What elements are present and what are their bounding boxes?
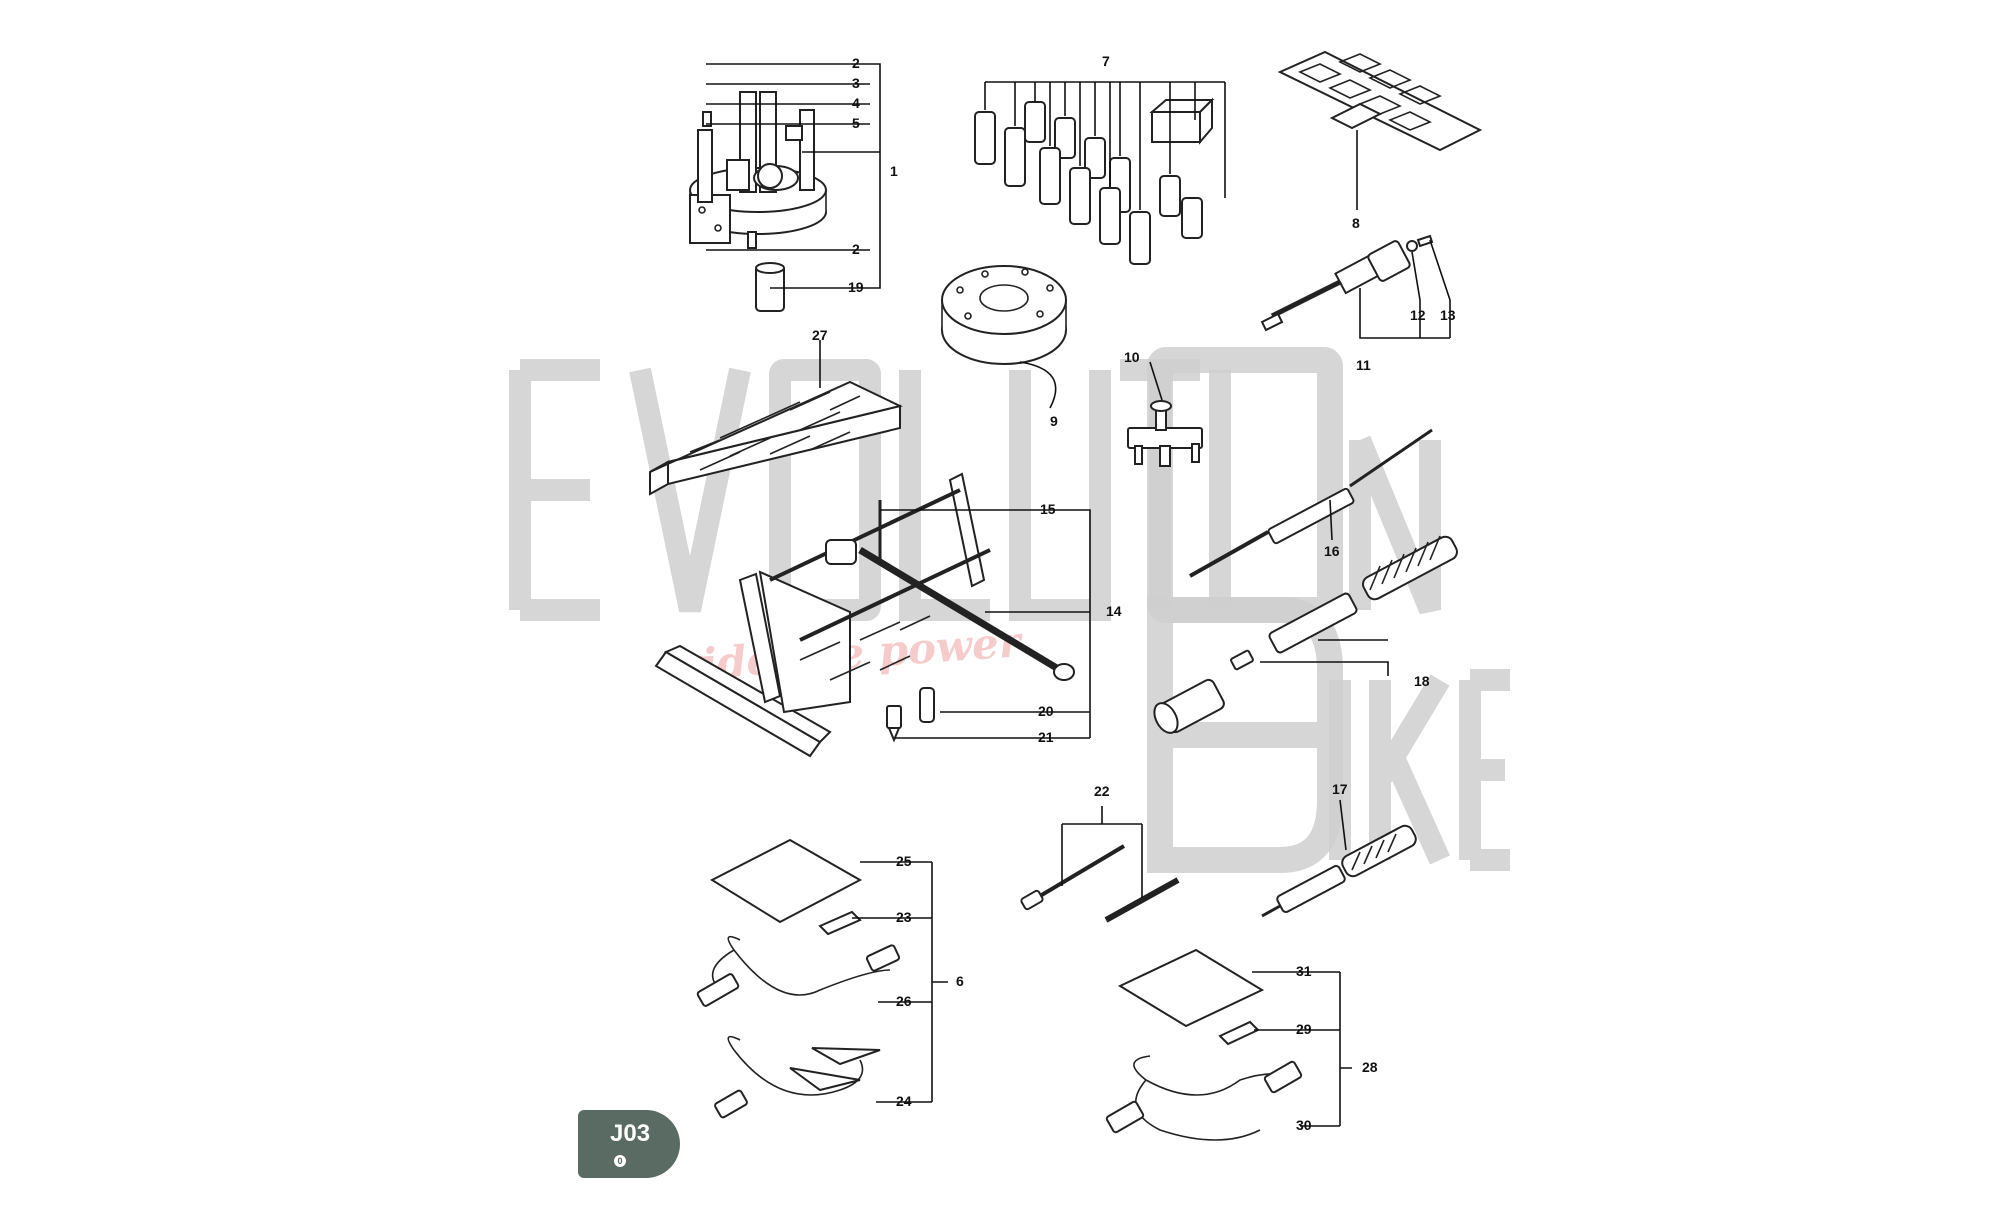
part-installer-tool (1153, 535, 1458, 734)
label-31: 31 (1296, 963, 1312, 979)
label-15: 15 (1040, 501, 1056, 517)
label-29: 29 (1296, 1021, 1312, 1037)
part-diagnostic-kit-b (1105, 948, 1303, 1141)
label-10: 10 (1124, 349, 1140, 365)
leader-lines (706, 63, 1451, 1127)
label-13: 13 (1440, 307, 1456, 323)
label-17: 17 (1332, 781, 1348, 797)
label-7: 7 (1102, 53, 1110, 69)
label-23: 23 (896, 909, 912, 925)
label-21: 21 (1038, 729, 1054, 745)
page-code: J03 (610, 1120, 651, 1147)
part-parts-tray (649, 380, 903, 496)
part-puller-tool (1260, 234, 1434, 332)
part-number-labels: 2 3 4 5 1 2 19 7 8 12 13 11 9 10 27 15 1… (812, 53, 1456, 1133)
label-12: 12 (1410, 307, 1426, 323)
part-locking-bracket (1127, 400, 1203, 467)
label-30: 30 (1296, 1117, 1312, 1133)
label-2a: 2 (852, 55, 860, 71)
label-26: 26 (896, 993, 912, 1009)
part-alignment-rod (1189, 428, 1433, 578)
label-18: 18 (1414, 673, 1430, 689)
label-2b: 2 (852, 241, 860, 257)
label-4: 4 (852, 95, 860, 111)
part-pin-set (1020, 844, 1180, 923)
label-5: 5 (852, 115, 860, 131)
label-24: 24 (896, 1093, 912, 1109)
part-fixture-base (689, 91, 827, 312)
part-clutch-assembly (941, 265, 1067, 365)
page-revision: 0 (614, 1155, 626, 1167)
page-code-badge: J03 0 (578, 1110, 680, 1178)
part-drift-tool (1261, 824, 1417, 918)
label-9: 9 (1050, 413, 1058, 429)
label-6: 6 (956, 973, 964, 989)
part-holding-plate (1277, 50, 1483, 152)
part-diagnostic-kit-a (696, 838, 900, 1119)
label-28: 28 (1362, 1059, 1378, 1075)
label-22: 22 (1094, 783, 1110, 799)
label-20: 20 (1038, 703, 1054, 719)
label-14: 14 (1106, 603, 1122, 619)
label-1: 1 (890, 163, 898, 179)
label-19: 19 (848, 279, 864, 295)
label-11: 11 (1356, 357, 1371, 373)
label-8: 8 (1352, 215, 1360, 231)
label-27: 27 (812, 327, 828, 343)
label-16: 16 (1324, 543, 1340, 559)
part-sleeve-set (974, 97, 1215, 265)
watermark-logo: ride the power (509, 347, 1510, 873)
label-3: 3 (852, 75, 860, 91)
label-25: 25 (896, 853, 912, 869)
part-engine-stand (654, 472, 1075, 758)
